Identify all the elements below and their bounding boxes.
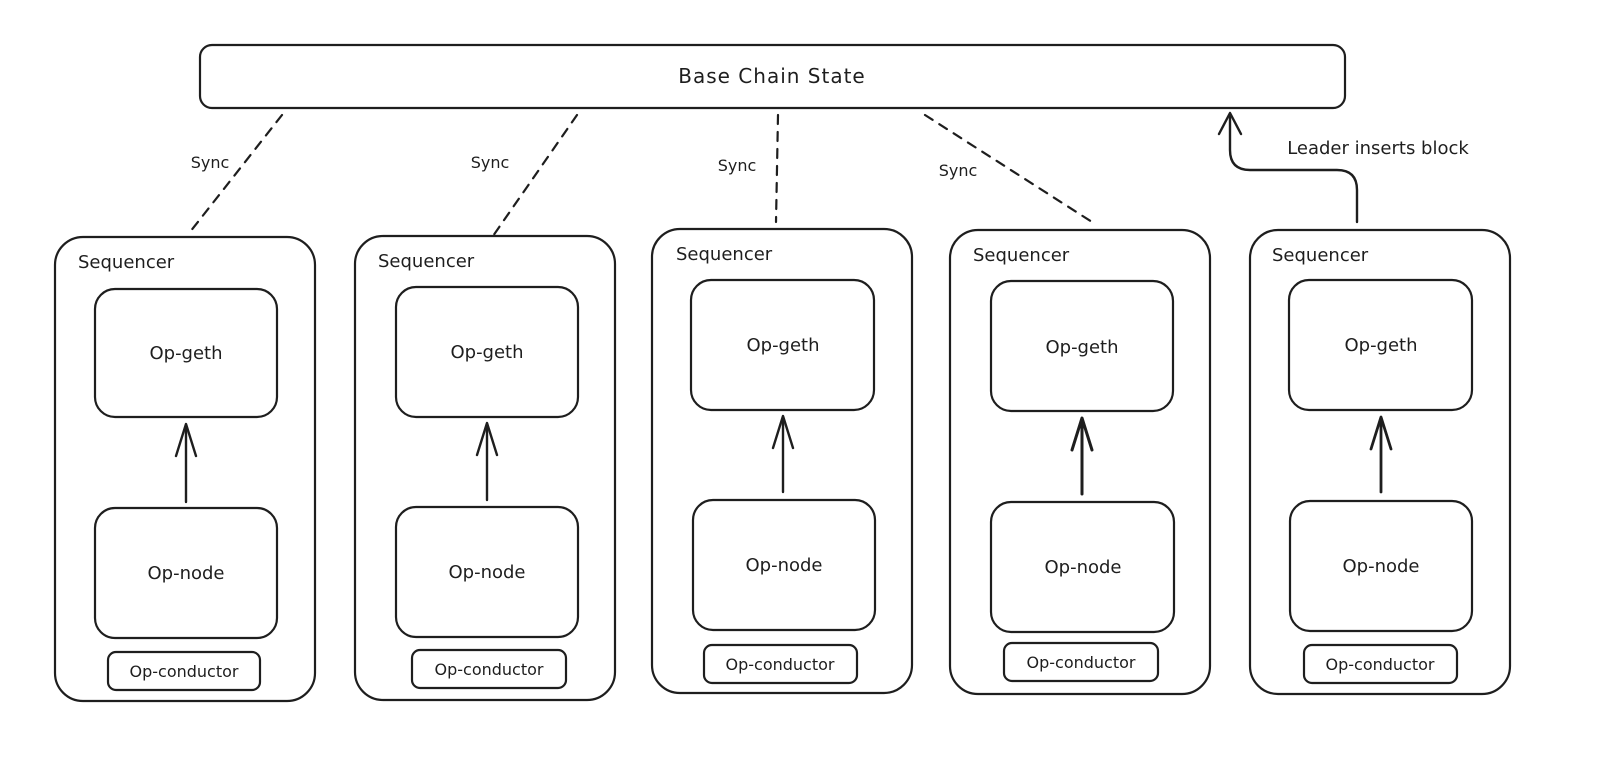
sequencer-1-op-geth-label: Op-geth	[149, 343, 222, 364]
sequencer-5-op-node-box	[1288, 499, 1474, 633]
sequencer-3-op-conductor-box	[702, 643, 859, 685]
sequencer-2-title: Sequencer	[378, 251, 475, 272]
sequencer-2-op-node-label: Op-node	[448, 562, 525, 583]
sequencer-3-title: Sequencer	[676, 244, 773, 265]
sequencer-3: Sequencer Op-geth Op-node Op-conductor	[650, 227, 914, 695]
sequencer-1-title: Sequencer	[78, 252, 175, 273]
sequencer-5-op-geth-box	[1287, 278, 1474, 412]
sync-line-2	[491, 113, 579, 238]
sync-label-3: Sync	[718, 156, 757, 175]
sync-line-1	[188, 113, 284, 234]
sequencer-5: Sequencer Op-geth Op-node Op-conductor	[1248, 228, 1512, 696]
sequencer-4-op-node-label: Op-node	[1044, 557, 1121, 578]
sequencer-4-op-conductor-label: Op-conductor	[1027, 653, 1136, 672]
sequencer-2-op-node-box	[394, 505, 580, 639]
sequencer-2: Sequencer Op-geth Op-node Op-conductor	[353, 234, 617, 702]
sequencer-1-op-node-box	[93, 506, 279, 640]
sequencer-5-op-conductor-label: Op-conductor	[1326, 655, 1435, 674]
sync-line-4	[923, 113, 1094, 224]
sequencer-2-op-conductor-box	[410, 648, 568, 690]
sequencer-3-op-node-box	[691, 498, 877, 632]
sequencer-4-title: Sequencer	[973, 245, 1070, 266]
sequencer-5-arrow-head	[1369, 415, 1393, 451]
sequencer-3-op-geth-label: Op-geth	[746, 335, 819, 356]
base-chain-state-label: Base Chain State	[678, 64, 865, 88]
sync-line-3	[774, 113, 780, 224]
sequencer-1-op-conductor-box	[106, 650, 262, 692]
sequencer-2-op-conductor-label: Op-conductor	[435, 660, 544, 679]
leader-insert-arrow: Leader inserts block	[1217, 111, 1469, 224]
sequencer-5-op-node-label: Op-node	[1342, 556, 1419, 577]
sequencer-2-op-geth-label: Op-geth	[450, 342, 523, 363]
sequencer-1-op-node-label: Op-node	[147, 563, 224, 584]
sequencer-5-title: Sequencer	[1272, 245, 1369, 266]
sequencer-4-op-geth-box	[989, 279, 1175, 413]
leader-arrow-path	[1228, 113, 1359, 224]
sequencer-5-op-geth-label: Op-geth	[1344, 335, 1417, 356]
sequencer-3-arrow-head	[771, 414, 795, 450]
sequencer-5-op-conductor-box	[1302, 643, 1459, 685]
sync-label-1: Sync	[191, 153, 230, 172]
sequencer-3-op-geth-box	[689, 278, 876, 412]
sequencer-2-arrow-head	[475, 421, 499, 457]
sequencer-1: Sequencer Op-geth Op-node Op-conductor	[53, 235, 317, 703]
sequencer-4-op-conductor-box	[1002, 641, 1160, 683]
sync-label-2: Sync	[471, 153, 510, 172]
sequencer-4-arrow-head	[1070, 416, 1094, 452]
sequencer-4: Sequencer Op-geth Op-node Op-conductor	[948, 228, 1212, 696]
leader-inserts-block-label: Leader inserts block	[1287, 138, 1469, 159]
sequencer-2-op-geth-box	[394, 285, 580, 419]
sequencer-1-arrow-head	[174, 422, 198, 458]
leader-arrow-head	[1217, 111, 1243, 136]
base-chain-state-box: Base Chain State	[198, 43, 1347, 110]
sequencer-3-op-node-label: Op-node	[745, 555, 822, 576]
sequencer-1-op-geth-box	[93, 287, 279, 419]
sequencer-4-op-geth-label: Op-geth	[1045, 337, 1118, 358]
sequencer-4-op-node-box	[989, 500, 1176, 634]
sequencer-1-op-conductor-label: Op-conductor	[130, 662, 239, 681]
sequencer-3-op-conductor-label: Op-conductor	[726, 655, 835, 674]
sync-links: Sync Sync Sync Sync	[188, 113, 1094, 238]
sync-label-4: Sync	[939, 161, 978, 180]
